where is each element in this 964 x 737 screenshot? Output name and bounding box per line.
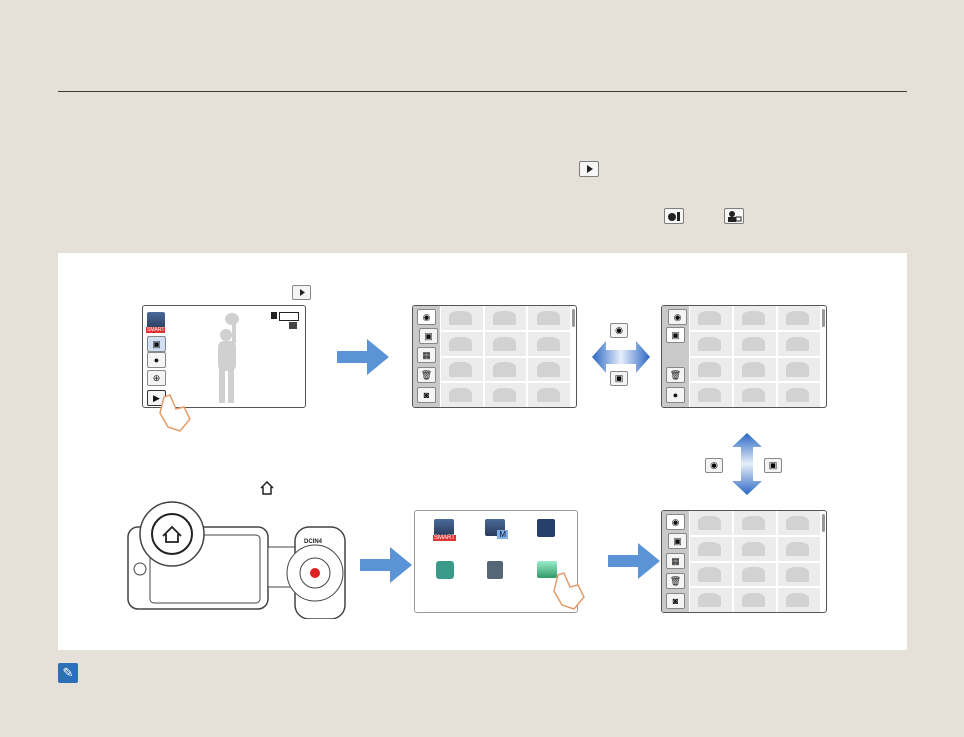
photo-thumbnail-icon[interactable]: ▣ [668, 533, 687, 549]
video-playback-menu-icon[interactable] [537, 519, 555, 537]
header-rule [58, 91, 907, 92]
video-thumbnail-icon: ◉ [610, 323, 628, 338]
arrow-right-icon [360, 547, 412, 583]
double-arrow-vertical-icon [732, 433, 762, 495]
playback-icon [292, 285, 311, 300]
video-thumbnail-icon[interactable]: ◉ [666, 514, 685, 530]
video-mode-icon[interactable]: ▣ [147, 336, 166, 352]
scrollbar[interactable] [822, 309, 825, 327]
finger-tap-icon [159, 394, 191, 432]
card-icon [271, 312, 277, 319]
filmstrip-icon[interactable]: ▦ [666, 553, 685, 569]
illustration-panel: SMART ▣ ● ⊕ ▶ ◉ ▣ ▦ 🗑 ◙ ◉ ▣ ◉ ▣ [58, 253, 907, 650]
playback-icon [579, 161, 599, 177]
video-thumbnail-screen: ◉ ▣ ▦ 🗑 ◙ [661, 510, 827, 613]
filmstrip-icon[interactable]: ▦ [417, 347, 436, 363]
video-thumbnail-icon [664, 208, 684, 224]
storage-menu-icon[interactable] [487, 561, 503, 579]
photo-playback-menu-icon[interactable] [537, 561, 557, 578]
finger-tap-icon [553, 572, 585, 610]
video-thumbnail-icon[interactable]: ◉ [668, 309, 687, 325]
photo-thumbnail-icon: ▣ [764, 458, 782, 473]
photo-thumbnail-screen: ◉ ▣ 🗑 ● [661, 305, 827, 408]
m-badge: M [497, 530, 508, 539]
home-icon [260, 481, 274, 495]
trash-icon[interactable]: 🗑 [666, 367, 685, 383]
scrollbar[interactable] [822, 514, 825, 532]
photo-thumbnail-icon[interactable]: ▣ [666, 327, 685, 343]
smart-auto-icon: SMART [146, 312, 166, 333]
silhouette-image [218, 313, 239, 403]
timer-menu-icon[interactable] [436, 561, 454, 579]
dc-in-label: DCIN4 [304, 539, 323, 545]
manual-mode-menu-icon[interactable]: M [485, 519, 508, 539]
thumbnail-grid [441, 306, 570, 407]
smart-badge: SMART [433, 535, 456, 541]
battery-icon [279, 312, 299, 321]
photo-thumbnail-icon: ▣ [610, 371, 628, 386]
camera-mode-icon[interactable]: ● [147, 352, 166, 368]
zoom-icon[interactable]: ⊕ [147, 370, 166, 386]
note-icon: ✎ [58, 663, 78, 683]
camcorder-image [127, 501, 346, 619]
thumbnail-grid [690, 306, 820, 407]
trash-icon[interactable]: 🗑 [666, 573, 685, 589]
trash-icon[interactable]: 🗑 [417, 367, 436, 383]
video-thumbnail-icon: ◉ [705, 458, 723, 473]
scrollbar[interactable] [572, 309, 575, 327]
video-camera-icon[interactable]: ◙ [666, 593, 685, 609]
photo-thumbnail-icon[interactable]: ▣ [419, 328, 438, 344]
home-menu-screen: SMART M [414, 510, 578, 613]
video-thumbnail-icon[interactable]: ◉ [417, 309, 436, 325]
quality-icon [289, 322, 297, 329]
camera-icon[interactable]: ● [666, 387, 685, 403]
smart-badge: SMART [146, 327, 166, 333]
arrow-right-icon [337, 339, 389, 375]
video-thumbnail-screen: ◉ ▣ ▦ 🗑 ◙ [412, 305, 577, 408]
double-arrow-horizontal-icon [592, 341, 650, 373]
video-camera-icon[interactable]: ◙ [417, 387, 436, 403]
photo-thumbnail-icon [724, 208, 744, 224]
record-screen: SMART ▣ ● ⊕ ▶ [142, 305, 306, 408]
arrow-right-icon [608, 543, 660, 579]
thumbnail-grid [690, 511, 820, 612]
smart-auto-menu-icon[interactable]: SMART [433, 519, 456, 541]
